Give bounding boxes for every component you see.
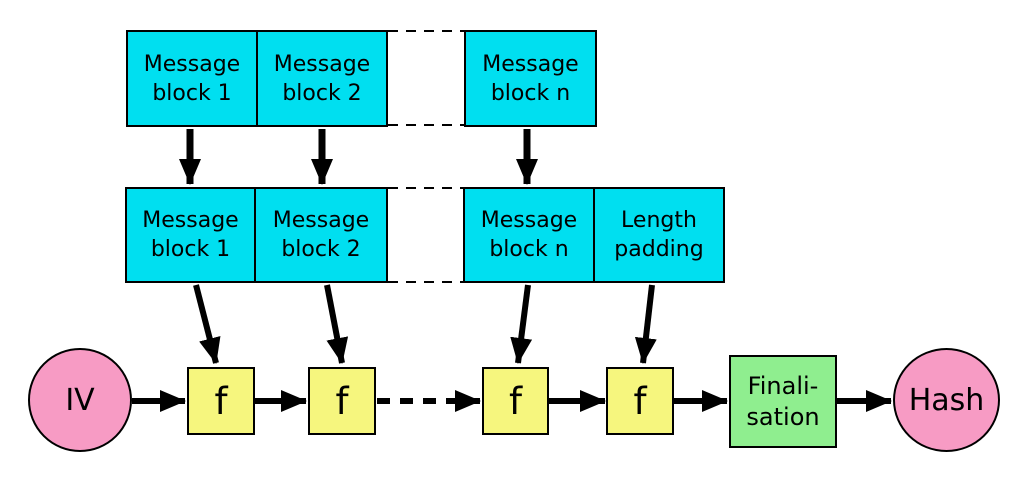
f-label: f bbox=[633, 379, 647, 423]
hash-label: Hash bbox=[908, 382, 985, 418]
arrow-block1-to-f1-icon bbox=[193, 284, 221, 364]
finalisation-label-line2: sation bbox=[746, 402, 820, 431]
length-padding-block: Length padding bbox=[593, 187, 725, 283]
arrow-padding-to-f4-icon bbox=[634, 284, 657, 364]
arrow-block2-to-f2-icon bbox=[324, 284, 349, 364]
block-label-line1: Message bbox=[142, 208, 239, 233]
diagonal-arrows bbox=[193, 284, 657, 364]
message-block-2-top: Message block 2 bbox=[256, 30, 388, 127]
f-label: f bbox=[214, 379, 228, 423]
block-label-line2: block 2 bbox=[282, 80, 362, 106]
compression-function-3: f bbox=[482, 367, 549, 435]
block-label-line1: Message bbox=[143, 51, 241, 77]
iv-label: IV bbox=[65, 382, 95, 418]
message-block-n-top: Message block n bbox=[464, 30, 597, 127]
finalisation-label-line1: Finali- bbox=[747, 371, 819, 400]
message-block-n-padded: Message block n bbox=[463, 187, 595, 283]
block-label-line2: block 1 bbox=[152, 80, 232, 106]
hash-node: Hash bbox=[893, 348, 1000, 452]
block-label-line2: block n bbox=[489, 237, 569, 262]
iv-node: IV bbox=[28, 348, 132, 452]
message-block-2-padded: Message block 2 bbox=[254, 187, 388, 283]
block-label-line2: block 1 bbox=[150, 237, 231, 262]
compression-function-2: f bbox=[308, 367, 376, 435]
message-block-1-top: Message block 1 bbox=[126, 30, 258, 127]
block-label-line1: Message bbox=[480, 208, 578, 233]
block-label-line2: block 2 bbox=[281, 237, 361, 262]
f-label: f bbox=[508, 379, 523, 423]
compression-function-1: f bbox=[187, 367, 255, 435]
arrow-blockn-to-f3-icon bbox=[510, 284, 533, 364]
block-label-line1: Message bbox=[482, 51, 579, 77]
block-label-line1: Message bbox=[273, 51, 371, 77]
f-label: f bbox=[335, 379, 349, 423]
vertical-arrows bbox=[179, 129, 538, 185]
finalisation-node: Finali- sation bbox=[729, 355, 837, 448]
block-label-line2: padding bbox=[614, 237, 704, 262]
message-block-1-padded: Message block 1 bbox=[125, 187, 256, 283]
compression-function-4: f bbox=[606, 367, 674, 435]
block-label-line2: block n bbox=[490, 80, 571, 106]
ellipsis-dashes-icon bbox=[388, 30, 464, 283]
block-label-line1: Length bbox=[621, 208, 697, 233]
block-label-line1: Message bbox=[272, 208, 370, 233]
